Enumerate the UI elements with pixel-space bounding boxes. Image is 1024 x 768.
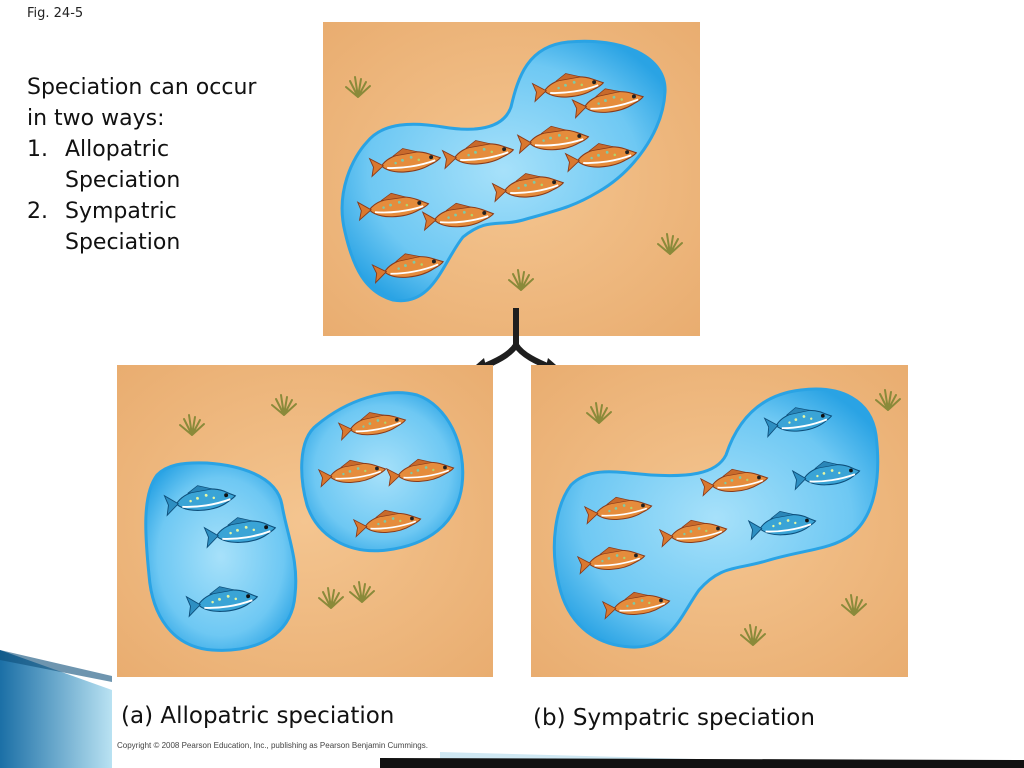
figure-label: Fig. 24-5: [27, 6, 84, 21]
list-item: 2. Sympatric Speciation: [27, 196, 256, 258]
intro-line: Speciation can occur: [27, 75, 257, 100]
allopatric-caption: (a) Allopatric speciation: [121, 703, 395, 729]
ancestral-population-image: [323, 22, 700, 336]
list-number: 2.: [27, 199, 48, 224]
list-text: Allopatric Speciation: [65, 134, 256, 196]
sympatric-image: [531, 365, 908, 677]
list-text-line: Speciation: [65, 168, 181, 193]
allopatric-panel: [117, 365, 493, 677]
allopatric-image: [117, 365, 493, 677]
list-text-line: Sympatric: [65, 199, 177, 224]
list-item: 1. Allopatric Speciation: [27, 134, 256, 196]
copyright-text: Copyright © 2008 Pearson Education, Inc.…: [117, 741, 428, 750]
list-text-line: Allopatric: [65, 137, 170, 162]
speciation-list: 1. Allopatric Speciation 2. Sympatric Sp…: [27, 134, 256, 258]
list-number: 1.: [27, 137, 48, 162]
ancestral-population-panel: [323, 22, 700, 336]
list-text: Sympatric Speciation: [65, 196, 256, 258]
intro-line: in two ways:: [27, 106, 165, 131]
list-text-line: Speciation: [65, 230, 181, 255]
sympatric-caption: (b) Sympatric speciation: [533, 705, 815, 731]
sympatric-panel: [531, 365, 908, 677]
intro-text: Speciation can occur in two ways: 1. All…: [27, 72, 256, 258]
